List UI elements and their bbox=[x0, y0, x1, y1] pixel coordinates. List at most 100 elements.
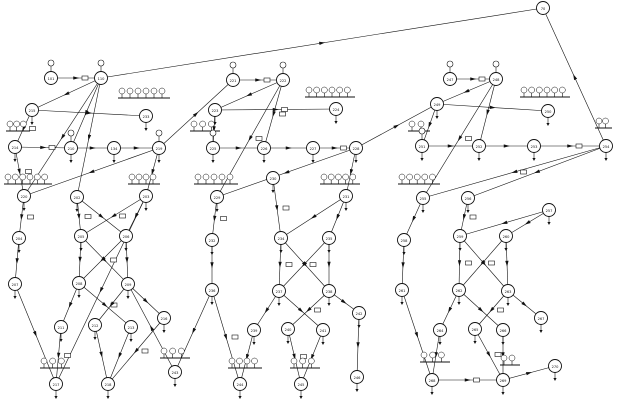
edge-markers-layer bbox=[15, 41, 583, 383]
bus-node: 210 bbox=[64, 141, 78, 163]
bus-node-label: 211 bbox=[58, 326, 65, 330]
load-arrow-head bbox=[457, 302, 461, 305]
bus-node-circle bbox=[468, 322, 482, 336]
bus-node-circle bbox=[322, 231, 336, 245]
edge-arrow-marker bbox=[212, 126, 216, 133]
bus-node-label: 259 bbox=[457, 235, 465, 239]
generator-circle bbox=[492, 60, 500, 68]
edge-arrow-marker bbox=[133, 347, 140, 354]
load-circle bbox=[40, 357, 48, 365]
edge-arrow-marker bbox=[414, 331, 419, 339]
bus-node-label: 270 bbox=[552, 365, 560, 369]
load-arrow-head bbox=[262, 160, 266, 163]
bus-node-label: 205 bbox=[78, 235, 85, 239]
bus-node: 208 bbox=[72, 276, 86, 298]
load-circle bbox=[126, 87, 134, 95]
edge-arrow-marker bbox=[567, 144, 574, 148]
edge-arrow-marker bbox=[340, 299, 347, 304]
bus-node-circle bbox=[461, 191, 475, 205]
edge-arrow-marker bbox=[88, 169, 95, 174]
bus-node-circle bbox=[306, 141, 320, 155]
load-circle bbox=[602, 117, 609, 125]
bus-node: 222 bbox=[276, 73, 290, 87]
load-arrow-head bbox=[473, 341, 477, 344]
load-circle bbox=[134, 87, 142, 95]
edge-arrow-marker bbox=[463, 88, 470, 93]
load-arrow-head bbox=[126, 296, 130, 299]
bus-node-circle bbox=[72, 276, 86, 290]
edge-arrow-marker bbox=[264, 307, 270, 314]
bus-node: 216 bbox=[157, 311, 171, 333]
bus-node-circle bbox=[152, 141, 166, 155]
bus-node-circle bbox=[472, 139, 486, 153]
edge-arrow-marker bbox=[109, 301, 115, 307]
bus-node-circle bbox=[74, 229, 88, 243]
load-arrow-head bbox=[144, 208, 148, 211]
bus-node-circle bbox=[274, 231, 288, 245]
load-circle bbox=[349, 173, 357, 181]
transformer-box bbox=[575, 143, 583, 149]
load-arrow-head bbox=[466, 210, 470, 213]
edge-arrow-marker bbox=[457, 135, 463, 142]
load-arrow-head bbox=[327, 303, 331, 306]
bus-node: 251 bbox=[415, 139, 429, 161]
bus-node-circle bbox=[395, 283, 409, 297]
bus-node-circle bbox=[281, 322, 295, 336]
edge-arrow-marker bbox=[246, 92, 253, 97]
bus-node: 204 bbox=[12, 231, 26, 253]
bus-node-label: 246 bbox=[354, 376, 362, 380]
load-circle bbox=[344, 86, 351, 94]
load-arrow-head bbox=[501, 342, 505, 345]
bus-node-circle bbox=[433, 323, 447, 337]
bus-node: 261 bbox=[395, 283, 409, 305]
transformer-box bbox=[220, 216, 227, 221]
load-circle bbox=[305, 86, 313, 94]
bus-node-label: 265 bbox=[472, 328, 479, 332]
load-circle bbox=[142, 87, 150, 95]
load-arrow-head bbox=[421, 210, 425, 213]
bus-node: 243 bbox=[168, 365, 182, 387]
edge-arrow-marker bbox=[464, 378, 471, 382]
load-arrow-head bbox=[334, 121, 338, 124]
edge-arrow-marker bbox=[489, 306, 495, 313]
bus-node-label: 269 bbox=[500, 379, 508, 383]
bus-node: 266 bbox=[496, 323, 510, 345]
edge-arrow-marker bbox=[505, 260, 509, 267]
load-arrow-head bbox=[402, 252, 406, 255]
transformer-box bbox=[81, 75, 89, 81]
load-arrow-head bbox=[277, 303, 281, 306]
load-arrow-head bbox=[22, 208, 26, 211]
bus-node: 242 bbox=[352, 306, 366, 328]
edge-arrow-marker bbox=[486, 109, 490, 116]
load-circle bbox=[158, 87, 166, 95]
transformer-box bbox=[29, 126, 36, 131]
transformer-box bbox=[469, 214, 477, 220]
edge-arrow-marker bbox=[503, 144, 510, 148]
load-circle bbox=[13, 120, 20, 128]
bus-node-circle bbox=[101, 377, 115, 391]
transformer-box bbox=[255, 136, 263, 141]
load-arrow-head bbox=[438, 342, 442, 345]
generator-circle bbox=[67, 129, 75, 137]
load-arrow-head bbox=[79, 248, 83, 251]
generator-circle bbox=[47, 59, 55, 67]
bus-node: 234 bbox=[274, 231, 288, 253]
load-circle bbox=[202, 173, 210, 181]
load-arrow-head bbox=[162, 330, 166, 333]
load-arrow-head bbox=[93, 337, 97, 340]
bus-node-circle bbox=[157, 311, 171, 325]
bus-node: 254 bbox=[599, 139, 613, 161]
load-circle bbox=[149, 173, 157, 181]
edge-arrow-marker bbox=[331, 146, 338, 150]
edge-arrow-marker bbox=[573, 74, 578, 81]
bus-node-circle bbox=[430, 97, 444, 111]
bus-node-label: 260 bbox=[503, 235, 511, 239]
bus-node: 205 bbox=[74, 229, 88, 251]
bus-node-label: 251 bbox=[419, 145, 426, 149]
load-arrow-head bbox=[210, 302, 214, 305]
load-arrow-head bbox=[430, 392, 434, 395]
bus-node-label: 268 bbox=[429, 379, 437, 383]
bus-node: 229 bbox=[210, 190, 224, 212]
bus-node: 246 bbox=[350, 370, 364, 392]
